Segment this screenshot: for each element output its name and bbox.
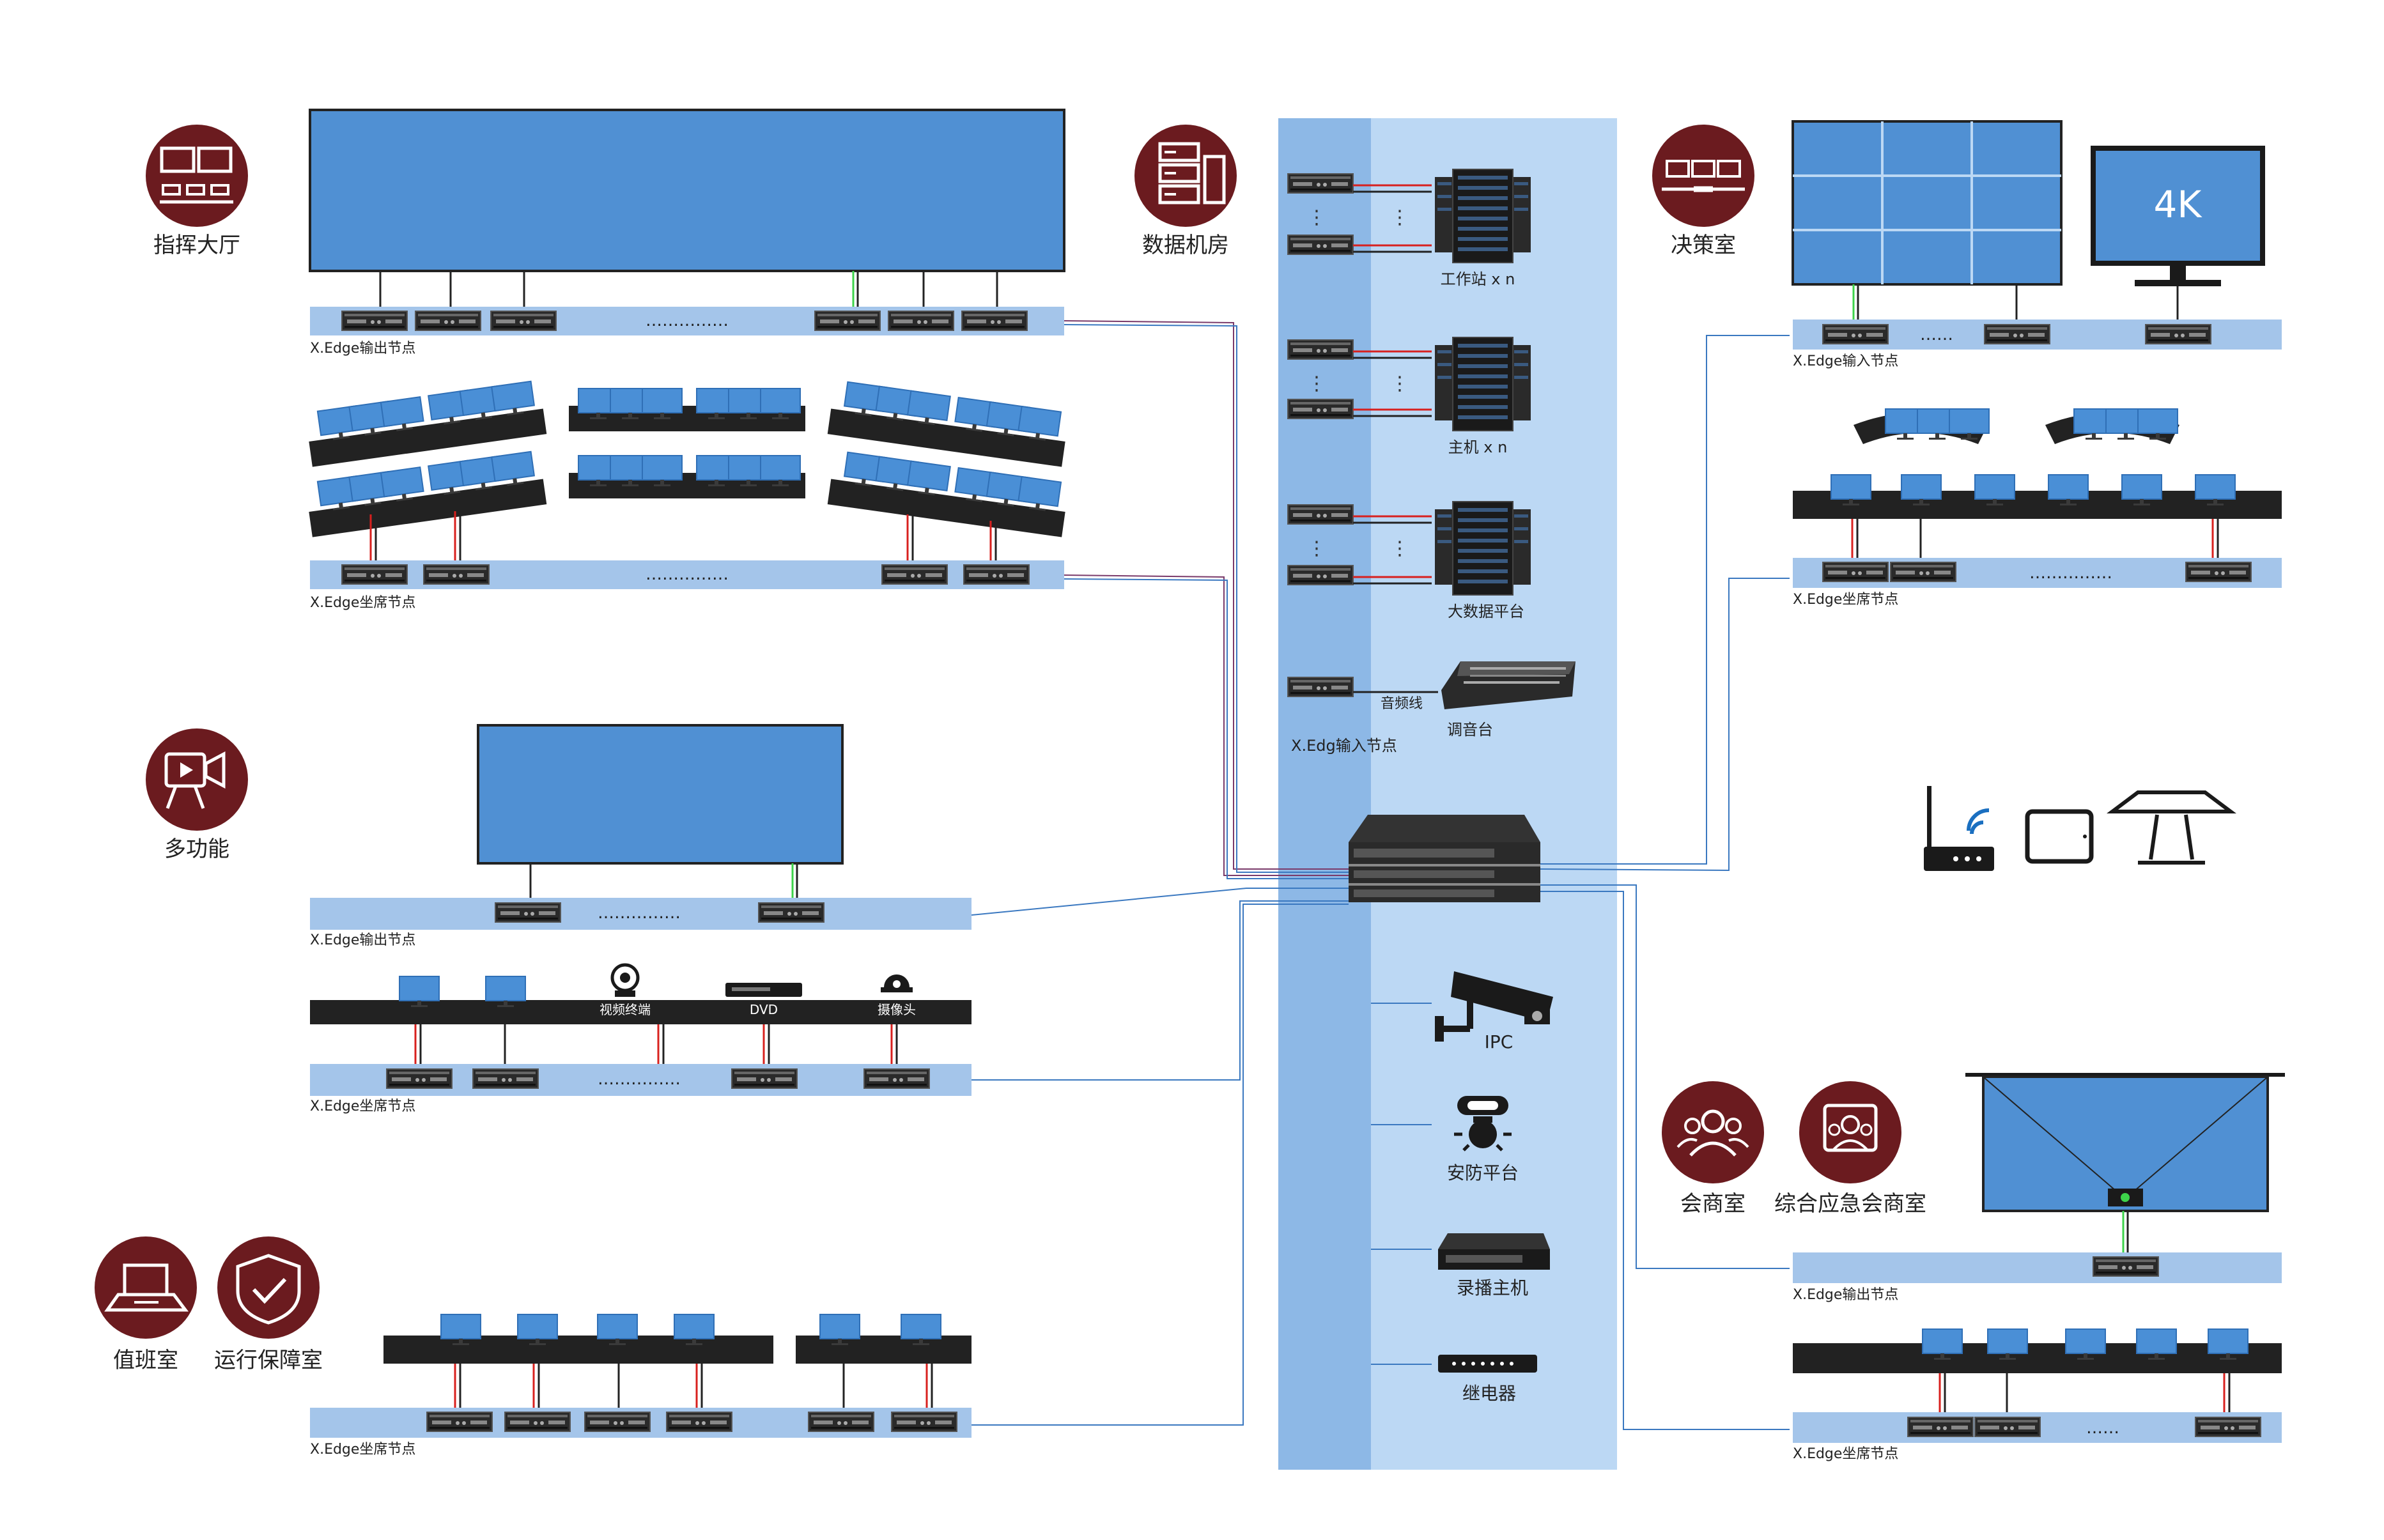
ellipsis: …… <box>1920 325 1953 344</box>
ops-room-label: 运行保障室 <box>214 1348 323 1373</box>
vertical-dots: ⋮ <box>1307 537 1326 560</box>
seat-node-label: X.Edge坐席节点 <box>310 1098 415 1114</box>
bigdata-label: 大数据平台 <box>1448 603 1524 620</box>
dc-node-2 <box>1287 235 1354 255</box>
relay-icon <box>1438 1355 1537 1373</box>
dvd-label: DVD <box>750 1002 778 1017</box>
dvd-icon <box>725 983 802 997</box>
ellipsis: …………… <box>598 1070 681 1089</box>
video-terminal-icon <box>610 963 640 997</box>
command-hall-label: 指挥大厅 <box>153 233 240 258</box>
consult-room-label: 会商室 <box>1680 1191 1745 1217</box>
workstation-server-icon <box>1434 169 1531 263</box>
command-hall-video-wall <box>309 109 1065 272</box>
emergency-room-badge <box>1799 1081 1901 1183</box>
ellipsis: …………… <box>646 565 729 584</box>
emergency-room-label: 综合应急会商室 <box>1774 1191 1926 1217</box>
dc-node-6 <box>1287 565 1354 585</box>
datacenter-input-node-label: X.Edg输入节点 <box>1291 737 1397 755</box>
seat-node-label: X.Edge坐席节点 <box>1793 592 1898 608</box>
video-terminal-label: 视频终端 <box>600 1002 651 1017</box>
monitors-icon <box>1662 160 1745 192</box>
group-icon <box>1676 1109 1749 1157</box>
display-4k-label: 4K <box>2154 183 2203 226</box>
ellipsis: …… <box>2086 1419 2119 1438</box>
recorder-label: 录播主机 <box>1457 1277 1528 1298</box>
command-hall-seat-area <box>309 380 1065 537</box>
consult-output-bar <box>1793 1252 2282 1283</box>
seat-node-label: X.Edge坐席节点 <box>310 595 415 611</box>
duty-room-label: 值班室 <box>113 1348 178 1373</box>
output-node-label: X.Edge输出节点 <box>310 341 415 357</box>
consult-room-badge <box>1662 1081 1764 1183</box>
mixer-label: 调音台 <box>1447 721 1493 739</box>
vertical-dots: ⋮ <box>1307 206 1326 229</box>
ellipsis: …………… <box>646 311 729 330</box>
dc-audio-node <box>1287 677 1354 697</box>
core-switch-icon <box>1349 815 1540 902</box>
shield-check-icon <box>236 1254 301 1325</box>
command-hall-badge <box>146 125 248 227</box>
dc-node-4 <box>1287 399 1354 419</box>
multi-function-badge <box>146 728 248 831</box>
dc-node-1 <box>1287 173 1354 194</box>
multi-output-bar <box>310 898 971 930</box>
relay-label: 继电器 <box>1462 1383 1516 1404</box>
data-room-badge <box>1134 125 1237 227</box>
group-screen-icon <box>1823 1104 1878 1152</box>
mixer-icon <box>1441 661 1575 709</box>
camera-dome-icon <box>881 974 913 992</box>
video-wall-icon <box>160 146 233 204</box>
multi-function-screen <box>477 724 844 865</box>
recorder-icon <box>1438 1233 1550 1270</box>
decision-4k-display: 4K <box>2091 146 2265 286</box>
dc-node-3 <box>1287 339 1354 360</box>
video-camera-icon <box>164 751 226 809</box>
duty-room-badge <box>95 1236 197 1339</box>
multi-function-label: 多功能 <box>164 836 229 862</box>
backbone-inner-band <box>1278 118 1371 1470</box>
decision-seat-area <box>1793 408 2282 519</box>
server-rack-icon <box>1158 142 1226 204</box>
ellipsis: …………… <box>598 904 681 923</box>
output-node-label: X.Edge输出节点 <box>1793 1287 1898 1303</box>
projection-screen <box>1965 1073 2285 1212</box>
audio-line-label: 音频线 <box>1381 696 1423 712</box>
vertical-dots: ⋮ <box>1390 373 1409 395</box>
ipc-label: IPC <box>1485 1031 1513 1052</box>
ellipsis: …………… <box>2029 564 2112 583</box>
duty-desk-1 <box>383 1336 773 1364</box>
workstation-label: 工作站 x n <box>1441 270 1515 288</box>
decision-video-wall <box>1792 120 2063 286</box>
consult-desk <box>1793 1343 2282 1373</box>
seat-node-label: X.Edge坐席节点 <box>1793 1446 1898 1462</box>
host-server-icon <box>1434 337 1531 431</box>
host-label: 主机 x n <box>1448 438 1508 456</box>
vertical-dots: ⋮ <box>1390 537 1409 560</box>
dc-node-5 <box>1287 504 1354 525</box>
ops-room-badge <box>217 1236 320 1339</box>
security-label: 安防平台 <box>1447 1162 1519 1183</box>
wifi-router-icon <box>1924 786 1994 871</box>
bigdata-server-icon <box>1434 501 1531 596</box>
camera-label: 摄像头 <box>878 1002 916 1017</box>
kiosk-icon <box>2107 790 2236 865</box>
vertical-dots: ⋮ <box>1390 206 1409 229</box>
data-room-label: 数据机房 <box>1142 233 1229 258</box>
ipc-camera-icon <box>1435 971 1553 1042</box>
input-node-label: X.Edge输入节点 <box>1793 353 1898 369</box>
security-platform-icon <box>1454 1096 1512 1151</box>
seat-node-label: X.Edge坐席节点 <box>310 1442 415 1458</box>
desk-monitor-icon <box>104 1263 189 1312</box>
decision-room-label: 决策室 <box>1671 233 1736 258</box>
decision-room-badge <box>1652 125 1754 227</box>
vertical-dots: ⋮ <box>1307 373 1326 395</box>
tablet-icon <box>2025 809 2094 864</box>
output-node-label: X.Edge输出节点 <box>310 932 415 948</box>
duty-desk-2 <box>796 1336 971 1364</box>
